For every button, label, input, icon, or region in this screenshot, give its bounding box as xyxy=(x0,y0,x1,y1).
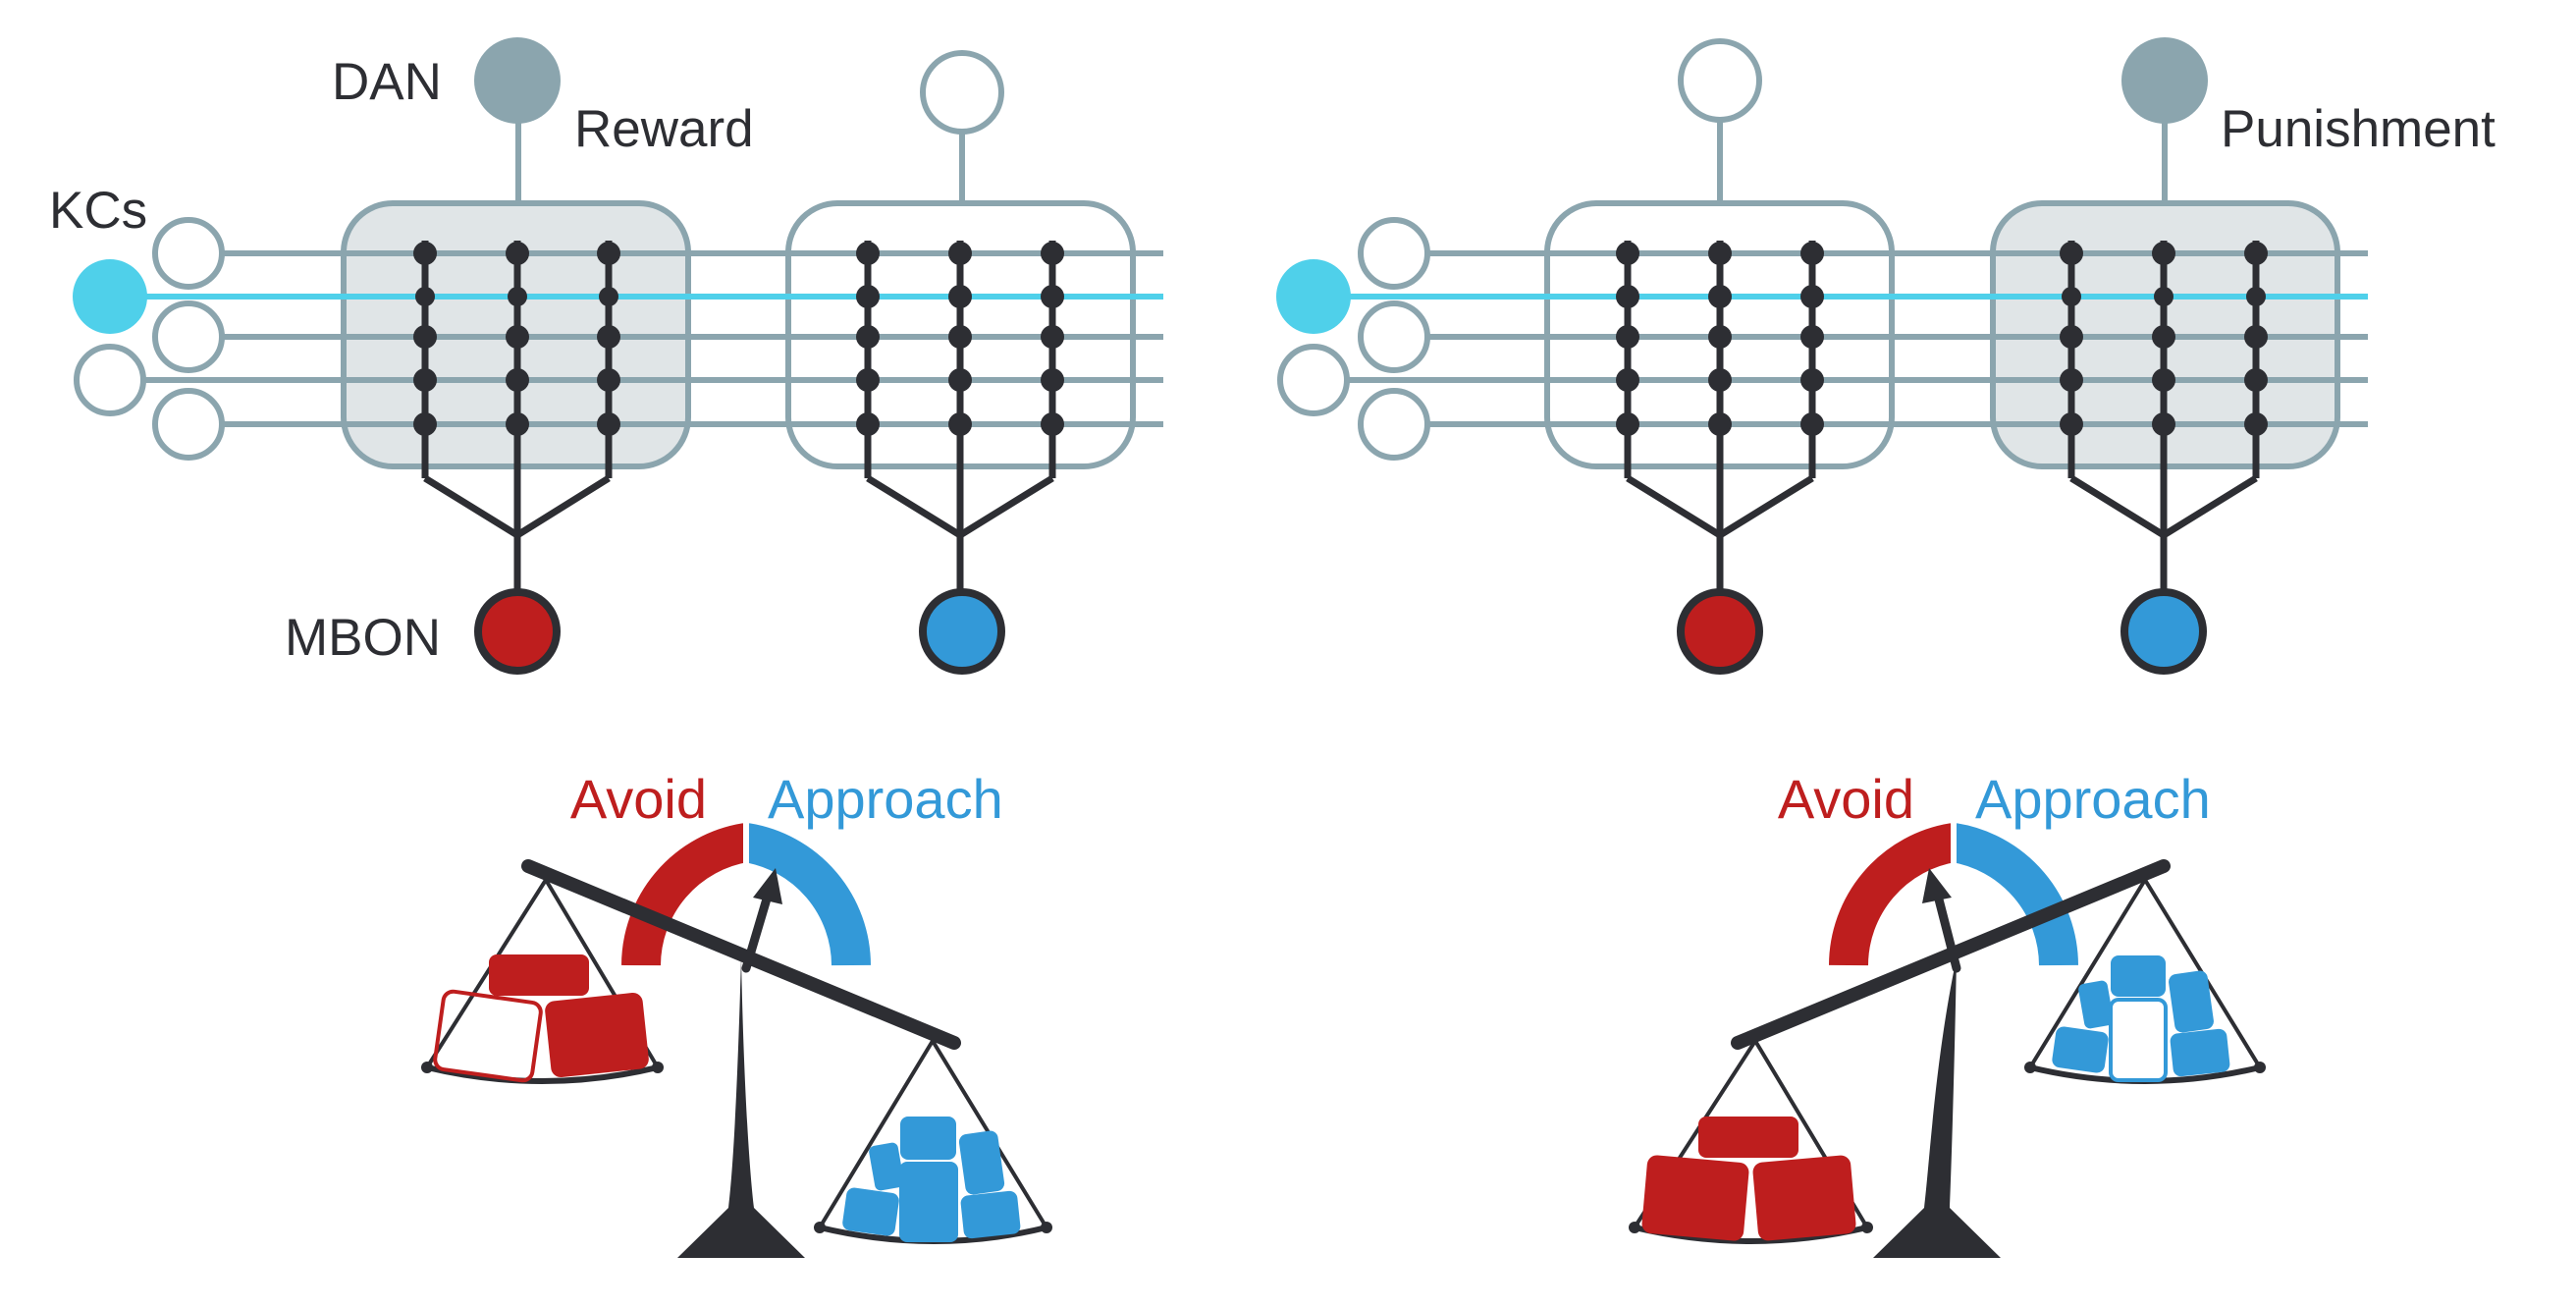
kc-soma-active xyxy=(73,259,147,334)
mbon-avoid xyxy=(474,588,561,675)
balance-scale xyxy=(421,859,1052,1258)
weight-approach xyxy=(869,1142,904,1191)
synapses xyxy=(1616,242,1824,436)
dan-soma-active xyxy=(2121,37,2208,124)
weight-avoid xyxy=(545,992,649,1078)
weight-approach xyxy=(2111,955,2166,997)
weight-approach xyxy=(2078,980,2114,1029)
avoid-label: Avoid xyxy=(570,768,707,830)
mbon-approach xyxy=(919,588,1005,675)
dan-soma-active xyxy=(474,37,561,124)
reward-label: Reward xyxy=(574,100,754,158)
mbon-label: MBON xyxy=(285,609,441,667)
weight-avoid-empty xyxy=(433,989,543,1083)
weight-approach xyxy=(899,1162,958,1242)
pan-approach xyxy=(2024,878,2266,1084)
gauge-needle-head xyxy=(1922,868,1952,903)
kc-axons xyxy=(1347,250,2368,427)
weight-avoid xyxy=(1752,1155,1856,1241)
kc-soma xyxy=(152,300,225,373)
kc-soma xyxy=(152,388,225,461)
scale-beam xyxy=(521,859,961,1050)
punishment-label: Punishment xyxy=(2221,100,2496,158)
valence-gauge: Avoid Approach xyxy=(570,768,1003,973)
panel-punishment: Punishment Avoid Approach xyxy=(1276,37,2496,1258)
scale-beam xyxy=(1731,859,2171,1050)
kc-soma-active xyxy=(1276,259,1351,334)
kc-soma xyxy=(1277,344,1350,416)
gauge-approach-arc xyxy=(1950,823,2078,966)
weight-approach xyxy=(960,1190,1021,1239)
approach-label: Approach xyxy=(1975,768,2211,830)
pan-approach xyxy=(814,1039,1052,1244)
weight-approach xyxy=(958,1130,1005,1195)
weight-avoid xyxy=(1698,1117,1798,1158)
pan-avoid xyxy=(421,878,664,1084)
kc-soma xyxy=(74,344,146,416)
dan-soma xyxy=(1678,38,1762,123)
dan-label: DAN xyxy=(332,53,442,111)
weight-approach xyxy=(2052,1026,2109,1073)
synapses xyxy=(2060,242,2268,436)
kc-axons xyxy=(142,250,1163,427)
gauge-approach-arc xyxy=(742,823,871,966)
gauge-avoid-arc xyxy=(1829,823,1958,966)
weight-approach-empty xyxy=(2109,998,2168,1082)
gauge-avoid-arc xyxy=(621,823,750,966)
weight-avoid xyxy=(489,954,589,996)
kcs-label: KCs xyxy=(49,182,147,240)
scale-stand xyxy=(1873,957,2001,1258)
kc-soma xyxy=(1358,300,1430,373)
weight-approach xyxy=(2169,970,2214,1033)
synapses xyxy=(413,242,620,436)
weight-avoid xyxy=(1641,1155,1749,1241)
avoid-label: Avoid xyxy=(1778,768,1914,830)
weight-approach xyxy=(842,1187,899,1236)
weight-approach xyxy=(2170,1028,2230,1077)
pan-avoid xyxy=(1629,1039,1873,1244)
approach-label: Approach xyxy=(768,768,1003,830)
panel-reward: DAN Reward KCs MBON Avoid Approach xyxy=(49,37,1163,1258)
mbon-avoid xyxy=(1677,588,1763,675)
dan-soma xyxy=(920,50,1004,135)
balance-scale xyxy=(1629,859,2266,1258)
gauge-needle-head xyxy=(753,868,782,904)
kc-soma xyxy=(152,217,225,290)
mbon-approach xyxy=(2120,588,2207,675)
valence-gauge: Avoid Approach xyxy=(1778,768,2211,973)
weight-approach xyxy=(900,1117,956,1160)
kc-soma xyxy=(1358,388,1430,461)
scale-stand xyxy=(677,957,805,1258)
mbon-dendrites xyxy=(1624,241,1816,589)
kc-soma xyxy=(1358,217,1430,290)
synapses xyxy=(856,242,1064,436)
